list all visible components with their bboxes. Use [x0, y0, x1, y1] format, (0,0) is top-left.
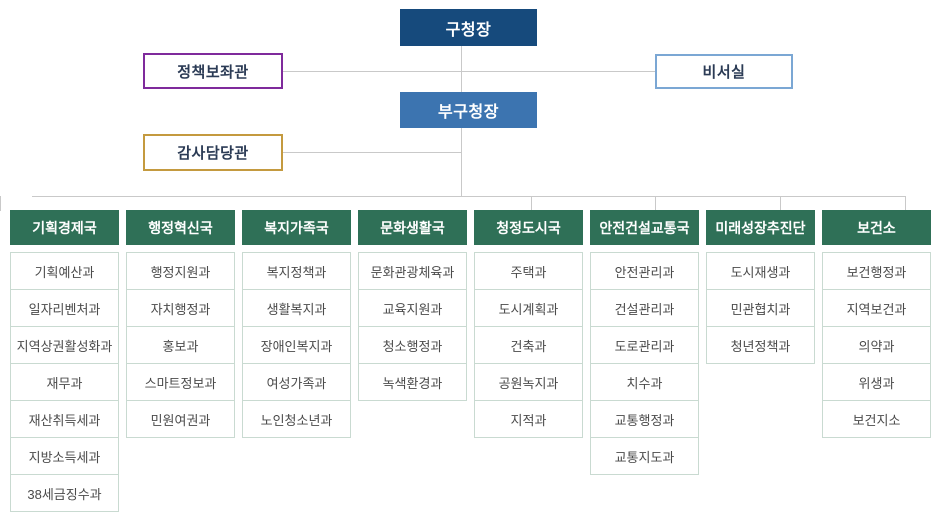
- division-box: 보건행정과: [822, 252, 931, 290]
- connector-stub: [780, 196, 781, 211]
- division-box: 재무과: [10, 363, 119, 401]
- division-box: 도로관리과: [590, 326, 699, 364]
- division-box: 기획예산과: [10, 252, 119, 290]
- division-box: 지역상권활성화과: [10, 326, 119, 364]
- division-box: 교통행정과: [590, 400, 699, 438]
- connector-departments-horizontal: [32, 196, 906, 197]
- department-header-box: 복지가족국: [242, 210, 351, 245]
- department-header-box: 기획경제국: [10, 210, 119, 245]
- audit-officer-box: 감사담당관: [143, 134, 283, 171]
- connector-audit: [283, 152, 462, 153]
- division-box: 교육지원과: [358, 289, 467, 327]
- department-header-box: 문화생활국: [358, 210, 467, 245]
- division-box: 문화관광체육과: [358, 252, 467, 290]
- division-box: 건설관리과: [590, 289, 699, 327]
- connector-stub: [655, 196, 656, 211]
- connector-stub: [531, 196, 532, 211]
- division-box: 보건지소: [822, 400, 931, 438]
- division-box: 위생과: [822, 363, 931, 401]
- division-box: 자치행정과: [126, 289, 235, 327]
- division-box: 홍보과: [126, 326, 235, 364]
- division-box: 장애인복지과: [242, 326, 351, 364]
- division-box: 일자리벤처과: [10, 289, 119, 327]
- division-box: 민관협치과: [706, 289, 815, 327]
- division-box: 38세금징수과: [10, 474, 119, 512]
- deputy-mayor-box: 부구청장: [400, 92, 537, 128]
- division-box: 주택과: [474, 252, 583, 290]
- mayor-box: 구청장: [400, 9, 537, 46]
- division-box: 지방소득세과: [10, 437, 119, 475]
- department-header-box: 안전건설교통국: [590, 210, 699, 245]
- secretariat-box: 비서실: [655, 54, 793, 89]
- division-box: 교통지도과: [590, 437, 699, 475]
- division-box: 행정지원과: [126, 252, 235, 290]
- policy-advisor-box: 정책보좌관: [143, 53, 283, 89]
- division-box: 건축과: [474, 326, 583, 364]
- department-header-box: 청정도시국: [474, 210, 583, 245]
- division-box: 민원여권과: [126, 400, 235, 438]
- department-header-box: 보건소: [822, 210, 931, 245]
- department-header-box: 미래성장추진단: [706, 210, 815, 245]
- division-box: 공원녹지과: [474, 363, 583, 401]
- division-box: 도시계획과: [474, 289, 583, 327]
- division-box: 노인청소년과: [242, 400, 351, 438]
- division-box: 여성가족과: [242, 363, 351, 401]
- division-box: 의약과: [822, 326, 931, 364]
- division-box: 녹색환경과: [358, 363, 467, 401]
- division-box: 생활복지과: [242, 289, 351, 327]
- department-header-box: 행정혁신국: [126, 210, 235, 245]
- division-box: 지적과: [474, 400, 583, 438]
- connector-stub: [905, 196, 906, 211]
- division-box: 도시재생과: [706, 252, 815, 290]
- connector-advisor-secretariat: [283, 71, 655, 72]
- division-box: 지역보건과: [822, 289, 931, 327]
- division-box: 스마트정보과: [126, 363, 235, 401]
- division-box: 치수과: [590, 363, 699, 401]
- division-box: 복지정책과: [242, 252, 351, 290]
- connector-stub: [0, 196, 1, 211]
- division-box: 청소행정과: [358, 326, 467, 364]
- division-box: 청년정책과: [706, 326, 815, 364]
- division-box: 안전관리과: [590, 252, 699, 290]
- division-box: 재산취득세과: [10, 400, 119, 438]
